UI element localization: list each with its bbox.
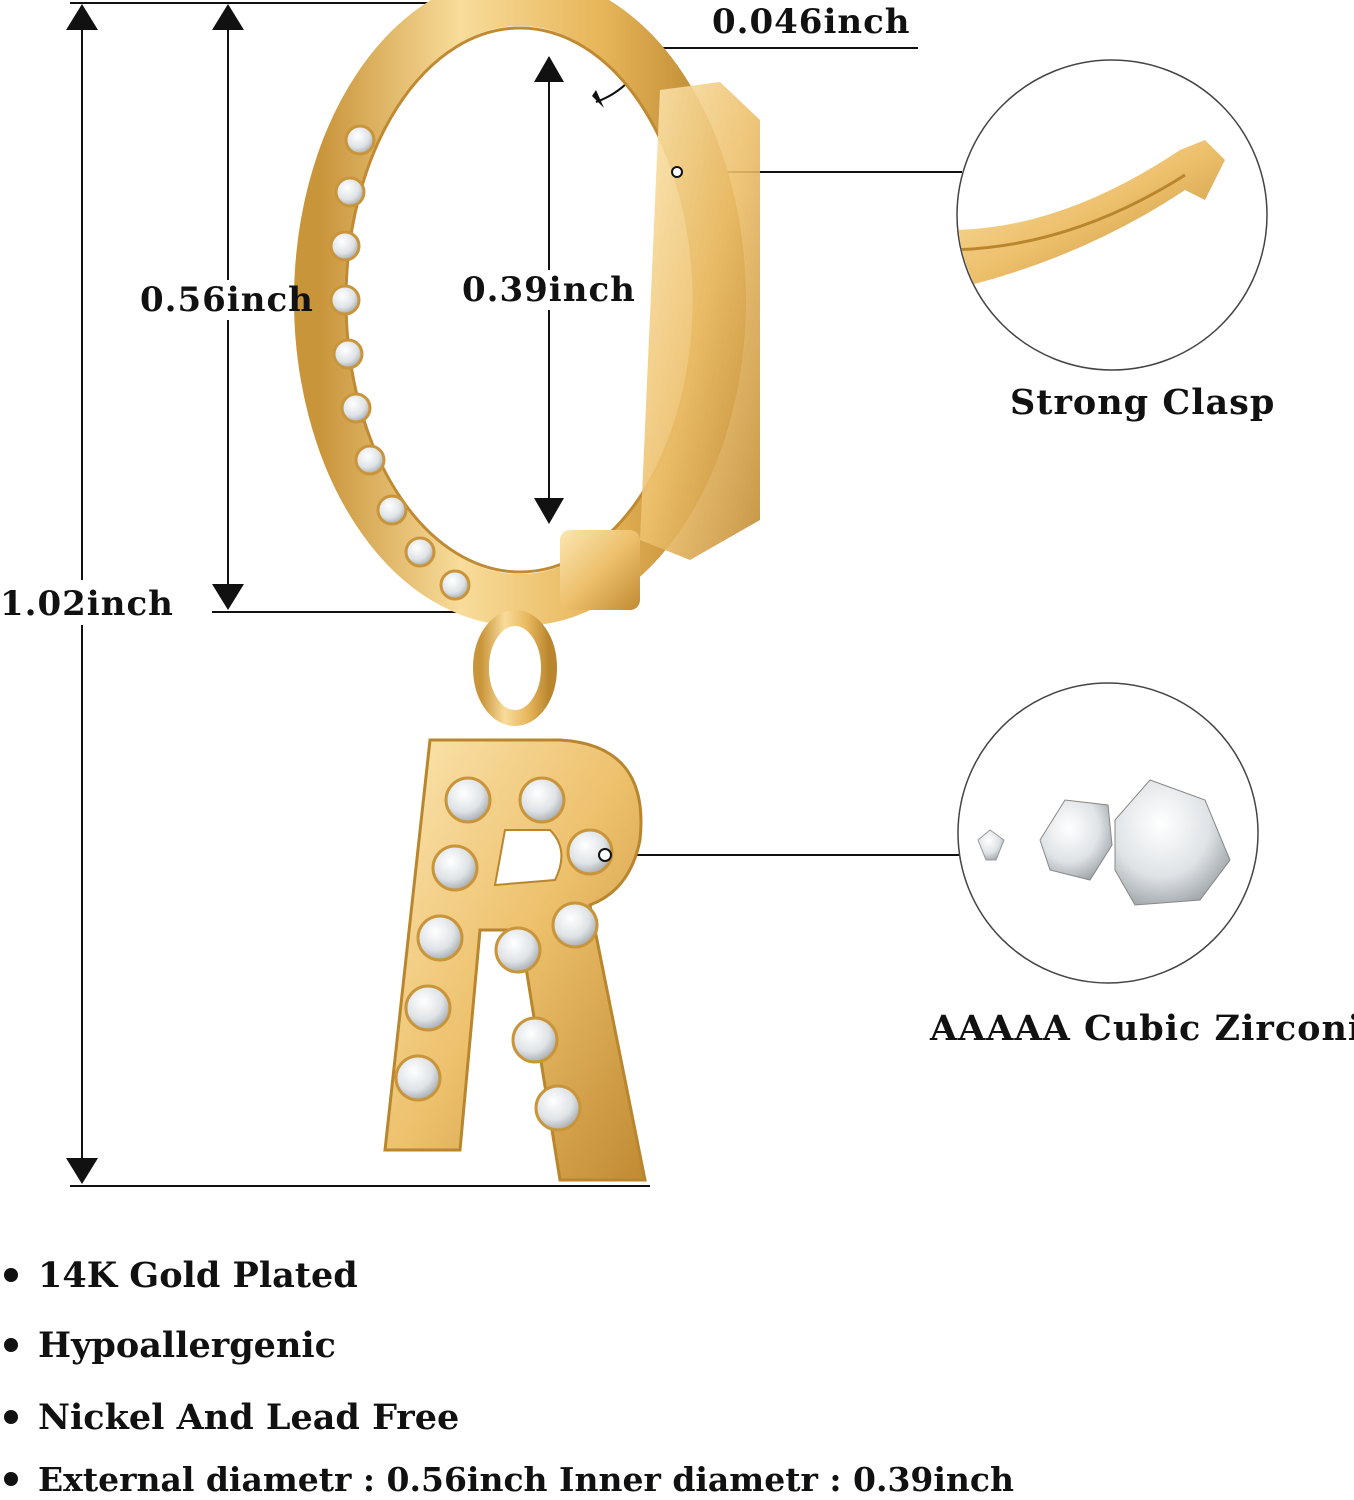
bullet-icon <box>4 1409 18 1424</box>
hoop-earring <box>294 0 760 626</box>
wire-thickness-label: 0.046inch <box>712 2 911 42</box>
list-item: External diametr : 0.56inch Inner diamet… <box>0 1460 1014 1499</box>
bullet-icon <box>4 1337 18 1352</box>
letter-pendant <box>383 166 683 1182</box>
list-item: Nickel And Lead Free <box>0 1397 459 1438</box>
jump-ring <box>473 610 557 726</box>
clasp-caption: Strong Clasp <box>1010 382 1276 423</box>
dimension-arrow-icon <box>66 4 564 1184</box>
inner-diameter-label: 0.39inch <box>462 270 636 310</box>
product-illustration <box>66 0 1268 1187</box>
zirconia-stones-image <box>957 682 1259 984</box>
bullet-icon <box>4 1267 18 1282</box>
list-item: 14K Gold Plated <box>0 1255 358 1296</box>
clasp-detail-image <box>956 59 1268 371</box>
list-item: Hypoallergenic <box>0 1325 336 1366</box>
zirconia-caption: AAAAA Cubic Zirconia <box>930 1008 1354 1049</box>
bullet-icon <box>4 1472 18 1486</box>
outer-diameter-label: 0.56inch <box>140 280 314 320</box>
total-length-label: 1.02inch <box>0 584 174 624</box>
